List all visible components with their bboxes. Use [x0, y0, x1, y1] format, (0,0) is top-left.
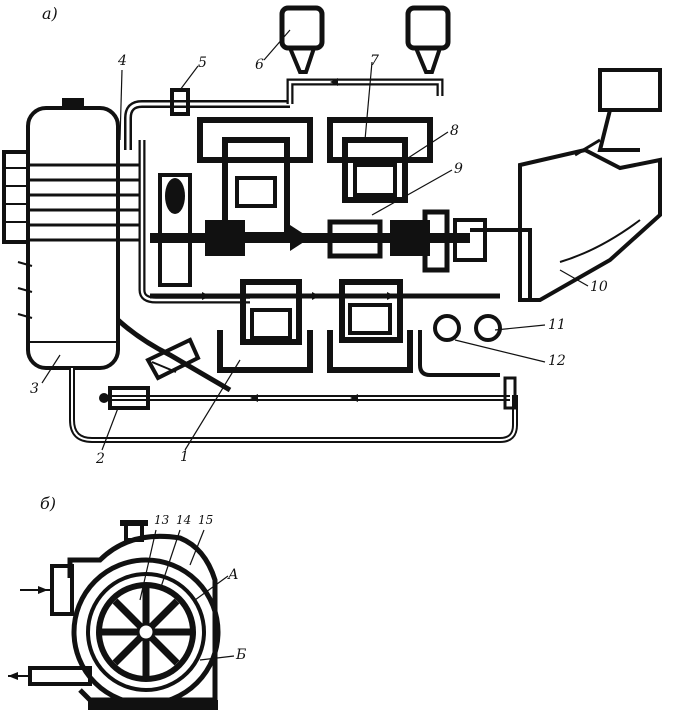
callout-11: 11 [548, 317, 566, 333]
leader-lines-b [139, 529, 235, 661]
callout-14: 14 [176, 513, 192, 527]
callout-9: 9 [454, 161, 463, 177]
leader-lines [41, 29, 589, 451]
callout-12: 12 [548, 353, 566, 369]
drain-cock [99, 386, 150, 410]
lower-cylinders [240, 279, 403, 345]
injectors [279, 5, 451, 74]
callout-4: 4 [118, 53, 127, 69]
flow-arrows [202, 78, 395, 402]
callout-6: 6 [255, 57, 264, 73]
callout-2: 2 [96, 451, 105, 467]
callout-5: 5 [198, 55, 207, 71]
callout-cavity-b: Б [236, 647, 247, 663]
callout-13: 13 [154, 513, 170, 527]
pump-cross-section [8, 520, 221, 710]
callout-8: 8 [450, 123, 459, 139]
callout-1: 1 [180, 449, 189, 465]
flywheel-housing [470, 68, 662, 302]
panel-b-label: б) [40, 494, 57, 513]
callout-7: 7 [370, 53, 379, 69]
callout-15: 15 [198, 513, 214, 527]
gauges [433, 314, 517, 410]
panel-a-label: а) [42, 4, 58, 23]
water-pump [145, 337, 201, 381]
callout-3: 3 [30, 381, 39, 397]
crankshaft [150, 173, 487, 287]
callout-10: 10 [590, 279, 608, 295]
callout-cavity-a: А [228, 567, 239, 583]
